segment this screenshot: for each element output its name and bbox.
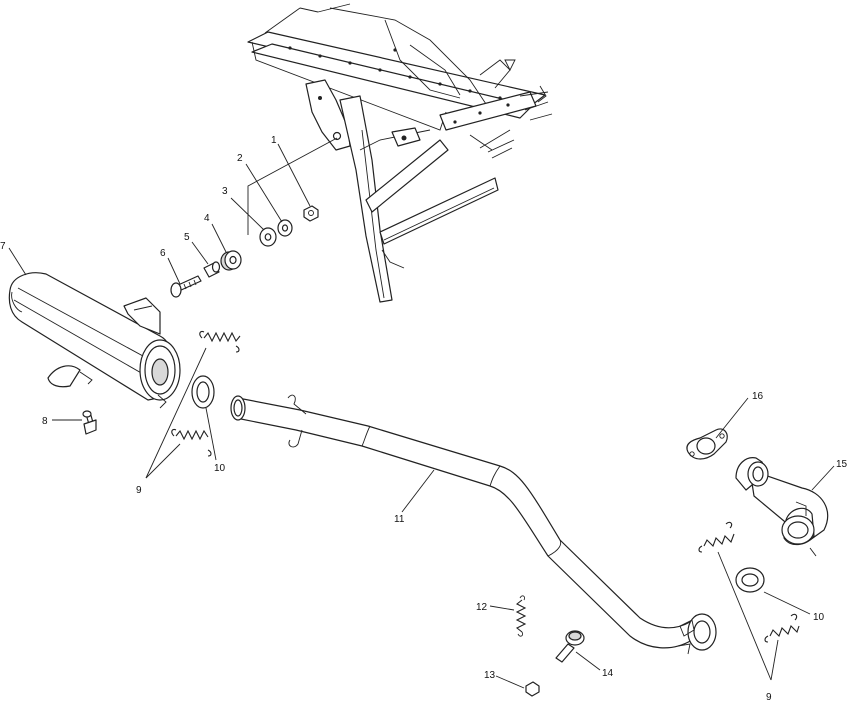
callout-labels: 1 2 3 4 5 6 7 8 9 10 11 12 13 14 15 16 1… <box>0 135 848 703</box>
callout-9-right: 9 <box>766 692 772 703</box>
part-9-spring-lower-right <box>764 613 800 643</box>
callout-11: 11 <box>394 514 405 525</box>
callout-16: 16 <box>752 391 764 402</box>
part-8-bolt <box>82 410 97 435</box>
part-6-bolt <box>170 275 202 298</box>
callout-15: 15 <box>836 459 848 470</box>
part-4-grommet <box>220 250 242 271</box>
assembly-guide-line <box>247 137 338 235</box>
vehicle-frame <box>247 3 553 303</box>
callout-9-left: 9 <box>136 485 142 496</box>
callout-10-left: 10 <box>214 463 226 474</box>
part-16-gasket <box>686 428 728 460</box>
part-1-nut <box>303 205 319 222</box>
part-2-washer <box>277 219 293 237</box>
callout-10-right: 10 <box>813 612 825 623</box>
callout-1: 1 <box>271 135 277 146</box>
part-3-washer <box>259 227 277 247</box>
callout-13: 13 <box>484 670 496 681</box>
part-9-spring-lower-left <box>171 428 212 457</box>
part-7-muffler <box>8 272 181 409</box>
callout-8: 8 <box>42 416 48 427</box>
callout-2: 2 <box>237 153 243 164</box>
callout-14: 14 <box>602 668 614 679</box>
part-9-spring-upper-left <box>199 330 241 353</box>
part-15-exhaust-elbow <box>735 457 829 557</box>
callout-5: 5 <box>184 232 190 243</box>
part-9-spring-upper-right <box>698 521 735 553</box>
callout-7: 7 <box>0 241 6 252</box>
part-13-nut <box>525 681 540 697</box>
callout-12: 12 <box>476 602 488 613</box>
callout-6: 6 <box>160 248 166 259</box>
part-14-bolt <box>555 630 585 663</box>
part-11-head-pipe <box>230 394 717 655</box>
leader-lines <box>8 143 835 689</box>
part-10-gasket-right <box>735 567 765 593</box>
callout-4: 4 <box>204 213 210 224</box>
callout-3: 3 <box>222 186 228 197</box>
part-10-gasket-left <box>191 375 215 409</box>
part-5-sleeve <box>203 261 221 278</box>
part-12-spring <box>515 595 527 637</box>
